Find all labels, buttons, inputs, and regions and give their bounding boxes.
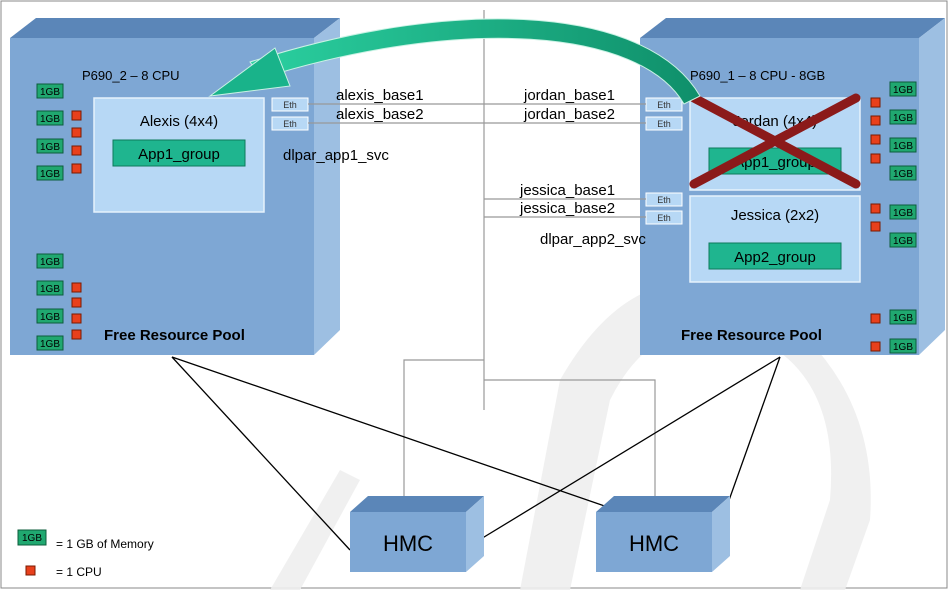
memory-1gb-chip-label: 1GB <box>893 236 913 247</box>
pool-left-label: Free Resource Pool <box>104 327 245 344</box>
label-alexis-base1: alexis_base1 <box>336 87 424 104</box>
lpar-jessica-name: Jessica (2x2) <box>731 207 819 224</box>
cpu-square <box>71 282 82 293</box>
memory-1gb-chip <box>889 338 917 354</box>
memory-1gb-chip-label: 1GB <box>40 284 60 295</box>
app2-group-jessica <box>708 242 842 270</box>
memory-1gb-chip <box>889 309 917 325</box>
memory-1gb-chip-label: 1GB <box>893 342 913 353</box>
failover-arrow <box>208 18 701 105</box>
memory-1gb-chip <box>36 165 64 181</box>
resource-chips: 1GB 1GB 1GB 1GB 1GB 1GB 1GB 1GB 1GB 1GB 1GB 1GB 1GB 1… <box>36 81 917 354</box>
memory-1gb-chip-label: 1GB <box>893 85 913 96</box>
cpu-square <box>71 163 82 174</box>
memory-1gb-chip <box>36 280 64 296</box>
hmc-left-label: HMC <box>383 531 433 556</box>
memory-1gb-chip <box>36 110 64 126</box>
pool-right-label: Free Resource Pool <box>681 327 822 344</box>
label-jessica-base1: jessica_base1 <box>519 182 615 199</box>
app1-group-jordan-label: App1_group <box>734 154 816 171</box>
legend: 1GB = 1 GB of Memory = 1 CPU <box>17 529 154 579</box>
label-app1-svc: dlpar_app1_svc <box>283 147 389 164</box>
failure-cross-icon <box>689 93 861 189</box>
eth-port-right-2-label: Eth <box>657 119 671 129</box>
memory-1gb-chip-label: 1GB <box>893 141 913 152</box>
hmc-right: HMC <box>596 496 730 572</box>
cpu-square <box>870 97 881 108</box>
cpu-square <box>71 313 82 324</box>
server-right-title: P690_1 – 8 CPU - 8GB <box>690 68 825 83</box>
memory-1gb-chip-label: 1GB <box>40 87 60 98</box>
server-left-title: P690_2 – 8 CPU <box>82 68 180 83</box>
legend-cpu-icon <box>25 565 36 576</box>
cpu-square <box>870 134 881 145</box>
server-p690-1: P690_1 – 8 CPU - 8GB Jordan (4x4) App1_g… <box>640 18 945 355</box>
hmc-left: HMC <box>350 496 484 572</box>
memory-1gb-chip <box>889 137 917 153</box>
legend-memory-text: = 1 GB of Memory <box>56 537 154 551</box>
app1-group-alexis-label: App1_group <box>138 146 220 163</box>
cpu-square <box>71 110 82 121</box>
cpu-square <box>870 153 881 164</box>
memory-1gb-chip-label: 1GB <box>40 257 60 268</box>
label-app2-svc: dlpar_app2_svc <box>540 231 646 248</box>
app1-group-alexis <box>112 139 246 167</box>
label-jessica-base2: jessica_base2 <box>519 200 615 217</box>
cpu-square <box>870 115 881 126</box>
app2-group-jessica-label: App2_group <box>734 249 816 266</box>
watermark <box>270 282 871 590</box>
memory-1gb-chip <box>36 308 64 324</box>
cpu-square <box>870 221 881 232</box>
legend-cpu-text: = 1 CPU <box>56 565 102 579</box>
server-left-top <box>10 18 340 38</box>
hmc-right-label: HMC <box>629 531 679 556</box>
legend-memory-icon <box>17 529 47 546</box>
eth-port-right-3-label: Eth <box>657 195 671 205</box>
memory-1gb-chip <box>889 232 917 248</box>
memory-1gb-chip-label: 1GB <box>893 208 913 219</box>
cpu-square <box>71 329 82 340</box>
label-jordan-base1: jordan_base1 <box>523 87 615 104</box>
memory-1gb-chip <box>889 204 917 220</box>
eth-port-left-2-label: Eth <box>283 119 297 129</box>
eth-port-left-1-label: Eth <box>283 100 297 110</box>
memory-1gb-chip <box>889 109 917 125</box>
memory-1gb-chip-label: 1GB <box>40 312 60 323</box>
memory-1gb-chip-label: 1GB <box>893 313 913 324</box>
memory-1gb-chip-label: 1GB <box>40 142 60 153</box>
eth-port-right-4-label: Eth <box>657 213 671 223</box>
memory-1gb-chip <box>889 81 917 97</box>
cpu-square <box>870 203 881 214</box>
cpu-square <box>71 297 82 308</box>
cpu-square <box>71 127 82 138</box>
cpu-square <box>870 341 881 352</box>
label-jordan-base2: jordan_base2 <box>523 106 615 123</box>
server-left-side <box>314 18 340 355</box>
memory-1gb-chip-label: 1GB <box>40 169 60 180</box>
memory-1gb-chip-label: 1GB <box>893 169 913 180</box>
server-right-side <box>919 18 945 355</box>
eth-port-right-1-label: Eth <box>657 100 671 110</box>
memory-1gb-chip <box>36 138 64 154</box>
memory-1gb-chip <box>36 335 64 351</box>
memory-1gb-chip-label: 1GB <box>40 114 60 125</box>
server-right-top <box>640 18 945 38</box>
network-wiring <box>308 10 656 510</box>
legend-memory-icon-label: 1GB <box>22 533 42 544</box>
memory-1gb-chip <box>889 165 917 181</box>
memory-1gb-chip <box>36 253 64 269</box>
lpar-alexis-name: Alexis (4x4) <box>140 113 218 130</box>
label-alexis-base2: alexis_base2 <box>336 106 424 123</box>
memory-1gb-chip-label: 1GB <box>893 113 913 124</box>
memory-1gb-chip <box>36 83 64 99</box>
cpu-square <box>71 145 82 156</box>
network-labels: alexis_base1 alexis_base2 dlpar_app1_svc… <box>283 87 646 248</box>
cpu-square <box>870 313 881 324</box>
memory-1gb-chip-label: 1GB <box>40 339 60 350</box>
